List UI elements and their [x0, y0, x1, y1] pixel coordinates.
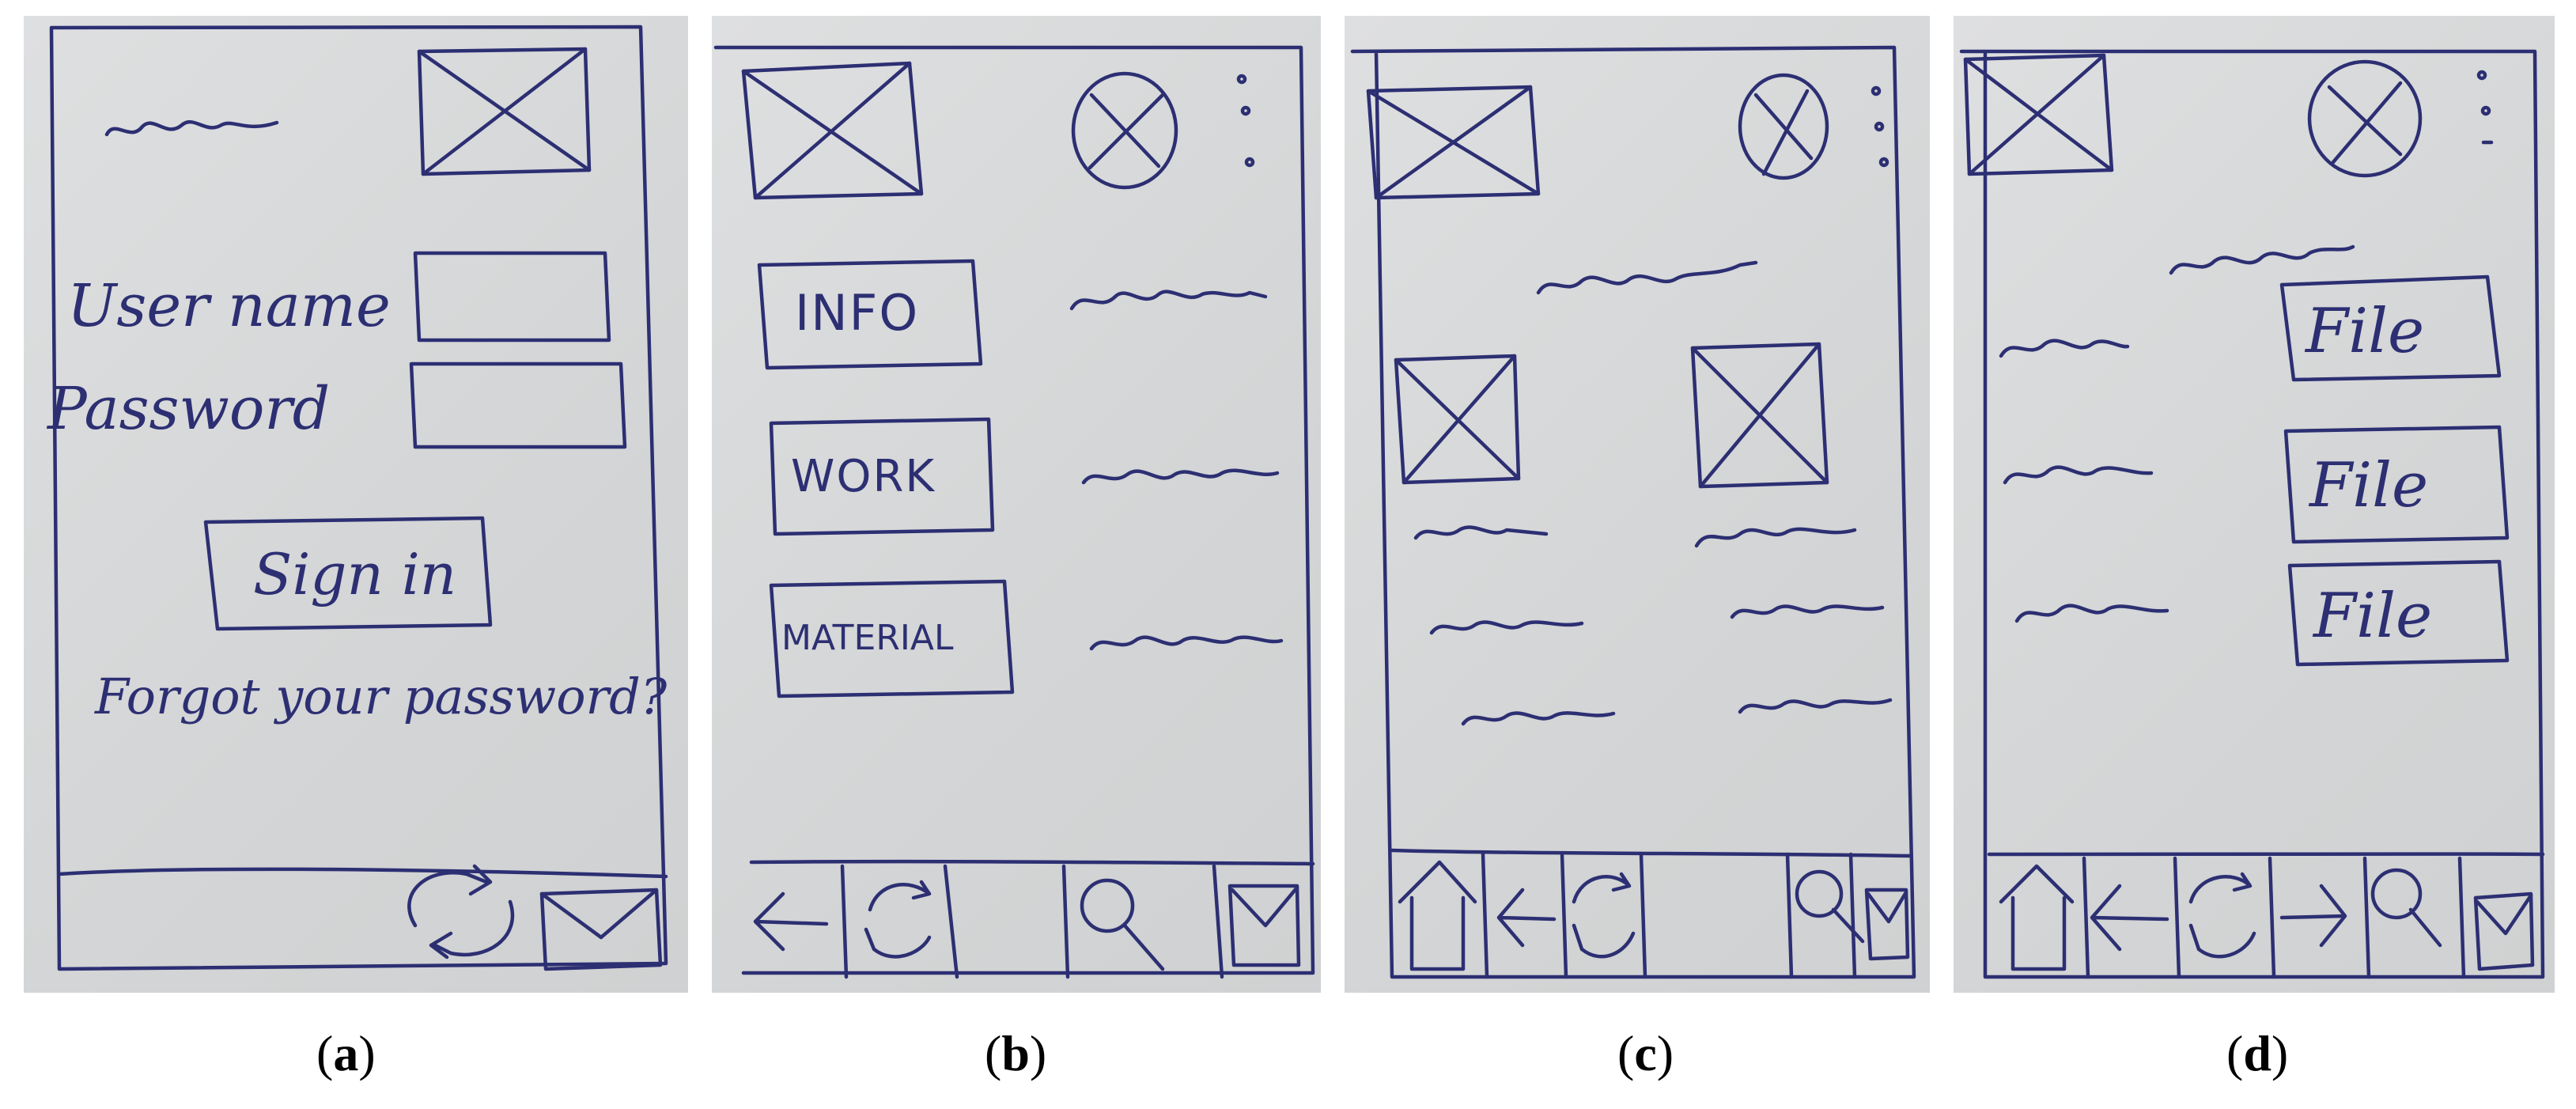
file-button-2-label: File: [2309, 450, 2429, 521]
file-3-squiggle: [2017, 606, 2167, 621]
right-caption-squiggle-2: [1732, 606, 1882, 617]
right-caption-squiggle-3: [1740, 700, 1890, 712]
panel-b-drawing: [712, 16, 1321, 993]
refresh-icon: [1574, 874, 1633, 956]
work-button-label: WORK: [791, 451, 936, 502]
sign-in-label: Sign in: [253, 541, 457, 607]
refresh-icon: [409, 866, 513, 957]
avatar-placeholder-icon: [2309, 62, 2420, 176]
forward-arrow-icon: [2282, 886, 2345, 945]
nav-divider: [2084, 858, 2464, 977]
material-button-label: MATERIAL: [781, 618, 954, 658]
info-button-box: [759, 261, 981, 368]
sign-in-button-box: [206, 518, 490, 629]
file-button-2-box: [2286, 427, 2507, 542]
caption-c: (c): [1617, 1025, 1674, 1081]
title-squiggle: [2171, 247, 2353, 273]
file-button-3-box: [2290, 562, 2507, 664]
caption-b: (b): [985, 1025, 1047, 1081]
phone-frame: [51, 27, 666, 969]
paper-background: [1345, 16, 1930, 993]
file-button-1-box: [2282, 277, 2499, 380]
caption-d: (d): [2226, 1025, 2289, 1081]
nav-divider: [842, 866, 1222, 977]
avatar-placeholder-icon: [1740, 75, 1827, 178]
mail-icon: [2476, 894, 2532, 969]
file-2-squiggle: [2005, 467, 2151, 483]
search-icon: [1082, 880, 1163, 969]
image-placeholder-icon: [743, 63, 921, 198]
refresh-icon: [866, 882, 929, 956]
phone-frame: [1352, 47, 1914, 977]
avatar-placeholder-icon: [1073, 74, 1176, 187]
refresh-icon: [2191, 874, 2254, 956]
paper-background: [712, 16, 1321, 993]
menu-dots-icon: [2479, 72, 2491, 142]
file-1-squiggle: [2001, 341, 2128, 356]
image-placeholder-icon: [419, 49, 589, 174]
menu-dots-icon: [1873, 88, 1887, 165]
title-squiggle: [1538, 263, 1756, 293]
phone-frame: [1961, 51, 2543, 977]
panel-d-files-sketch: File File File: [1954, 16, 2555, 993]
panel-c-drawing: [1345, 16, 1930, 993]
info-button-label: INFO: [795, 284, 920, 342]
title-squiggle: [107, 122, 277, 134]
search-icon: [1797, 872, 1863, 941]
info-description-squiggle: [1072, 292, 1265, 308]
gallery-image-right: [1693, 344, 1827, 486]
panel-b-menu-sketch: INFO WORK MATERIAL: [712, 16, 1321, 993]
left-caption-squiggle-2: [1432, 622, 1582, 633]
password-input-box: [411, 364, 625, 447]
image-placeholder-icon: [1965, 55, 2112, 174]
password-label: Password: [47, 375, 331, 443]
username-input-box: [415, 253, 609, 340]
mail-icon: [1230, 886, 1299, 965]
nav-divider: [1483, 854, 1855, 977]
left-caption-squiggle-3: [1463, 713, 1613, 724]
search-icon: [2373, 870, 2440, 945]
phone-frame: [716, 47, 1313, 973]
file-button-3-label: File: [2313, 581, 2433, 652]
mail-icon: [1867, 890, 1908, 959]
right-caption-squiggle-1: [1697, 529, 1855, 546]
panel-a-login-sketch: User name Password Sign in Forgot your p…: [24, 16, 688, 993]
back-arrow-icon: [2092, 886, 2167, 949]
home-icon: [2001, 866, 2072, 969]
mail-icon: [542, 890, 660, 969]
gallery-image-left: [1396, 356, 1519, 483]
bottom-bar-divider: [59, 869, 666, 876]
back-arrow-icon: [755, 894, 827, 949]
image-placeholder-icon: [1368, 87, 1538, 198]
work-description-squiggle: [1084, 471, 1277, 483]
paper-background: [24, 16, 688, 993]
file-button-1-label: File: [2306, 296, 2425, 367]
home-icon: [1400, 862, 1475, 969]
menu-dots-icon: [1239, 76, 1253, 165]
panel-c-gallery-sketch: [1345, 16, 1930, 993]
bottom-bar-divider: [1392, 850, 1910, 856]
back-arrow-icon: [1499, 890, 1554, 945]
material-button-box: [771, 581, 1012, 696]
username-label: User name: [67, 272, 391, 340]
left-caption-squiggle-1: [1416, 528, 1546, 538]
material-description-squiggle: [1091, 638, 1281, 649]
paper-background: [1954, 16, 2555, 993]
forgot-password-label: Forgot your password?: [95, 668, 668, 725]
work-button-box: [771, 419, 993, 534]
caption-a: (a): [316, 1025, 376, 1081]
panel-d-drawing: [1954, 16, 2555, 993]
panel-a-drawing: [24, 16, 688, 993]
bottom-bar-divider: [751, 861, 1313, 864]
